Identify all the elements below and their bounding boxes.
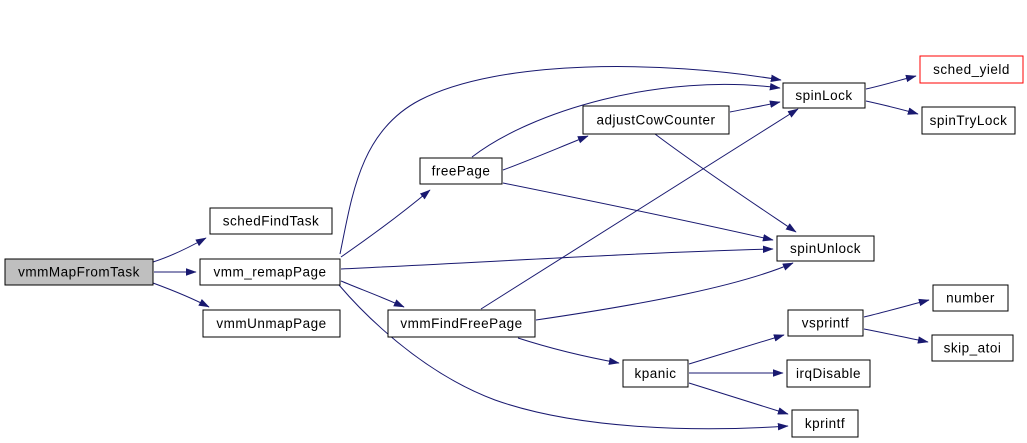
node-label-spinTryLock: spinTryLock [930, 113, 1008, 128]
node-label-vmmUnmapPage: vmmUnmapPage [216, 316, 326, 331]
node-freePage[interactable]: freePage [419, 157, 503, 185]
edge-vmmMapFromTask-to-schedFindTask [152, 237, 207, 263]
node-label-freePage: freePage [432, 164, 491, 179]
node-vsprintf[interactable]: vsprintf [787, 309, 864, 337]
edge-vmm_remapPage-to-kprintf [338, 284, 789, 431]
edge-freePage-to-spinUnlock [502, 182, 774, 242]
node-label-spinLock: spinLock [795, 88, 852, 103]
node-box-kprintf [791, 409, 859, 438]
node-label-kpanic: kpanic [634, 366, 676, 381]
edge-vmm_remapPage-to-spinUnlock [340, 245, 774, 270]
node-box-vmm_remapPage [199, 258, 341, 286]
node-label-kprintf: kprintf [805, 416, 845, 431]
node-label-adjustCowCounter: adjustCowCounter [596, 113, 715, 128]
node-label-irqDisable: irqDisable [796, 366, 861, 381]
node-box-spinTryLock [921, 106, 1016, 135]
edge-vsprintf-to-skip_atoi [863, 328, 929, 344]
node-spinTryLock[interactable]: spinTryLock [921, 106, 1016, 135]
node-box-vmmMapFromTask [4, 258, 154, 286]
edge-vmm_remapPage-to-freePage [340, 189, 431, 258]
edge-adjustCowCounter-to-spinLock [729, 100, 781, 113]
node-irqDisable[interactable]: irqDisable [786, 359, 871, 388]
edge-spinLock-to-spinTryLock [865, 100, 919, 115]
node-box-irqDisable [786, 359, 871, 388]
edge-spinLock-to-sched_yield [865, 74, 917, 90]
node-vmmUnmapPage[interactable]: vmmUnmapPage [202, 309, 341, 338]
node-kprintf[interactable]: kprintf [791, 409, 859, 438]
node-label-number: number [946, 291, 995, 306]
edge-vmmMapFromTask-to-vmmUnmapPage [152, 282, 210, 308]
node-box-spinLock [782, 82, 866, 109]
node-number[interactable]: number [932, 284, 1009, 312]
edge-adjustCowCounter-to-spinUnlock [654, 133, 797, 233]
node-schedFindTask[interactable]: schedFindTask [209, 207, 333, 235]
edge-freePage-to-spinLock [471, 82, 781, 158]
node-label-vmm_remapPage: vmm_remapPage [213, 265, 326, 280]
nodes-layer: vmmMapFromTask schedFindTask vmm_remapPage… [4, 55, 1024, 438]
node-vmm_remapPage[interactable]: vmm_remapPage [199, 258, 341, 286]
node-label-skip_atoi: skip_atoi [944, 341, 1002, 356]
node-adjustCowCounter[interactable]: adjustCowCounter [582, 105, 730, 135]
edge-vmm_remapPage-to-vmmFindFreePage [340, 280, 405, 308]
node-label-schedFindTask: schedFindTask [223, 214, 320, 229]
node-label-spinUnlock: spinUnlock [790, 241, 861, 256]
edge-vmmFindFreePage-to-spinUnlock [535, 262, 794, 321]
edge-vmm_remapPage-to-spinLock [339, 66, 782, 255]
node-spinLock[interactable]: spinLock [782, 82, 866, 109]
node-box-vsprintf [787, 309, 864, 337]
node-box-schedFindTask [209, 207, 333, 235]
node-label-vmmMapFromTask: vmmMapFromTask [18, 265, 140, 280]
node-box-vmmFindFreePage [387, 309, 536, 338]
node-kpanic[interactable]: kpanic [622, 359, 689, 388]
node-box-adjustCowCounter [582, 105, 730, 135]
node-box-freePage [419, 157, 503, 185]
node-box-sched_yield [919, 55, 1024, 84]
node-vmmFindFreePage[interactable]: vmmFindFreePage [387, 309, 536, 338]
node-spinUnlock[interactable]: spinUnlock [776, 235, 875, 262]
node-box-spinUnlock [776, 235, 875, 262]
node-label-vmmFindFreePage: vmmFindFreePage [400, 316, 522, 331]
edge-vsprintf-to-number [863, 298, 930, 318]
edges-layer [152, 66, 930, 431]
edge-kpanic-to-vsprintf [688, 334, 785, 365]
edge-freePage-to-adjustCowCounter [502, 135, 589, 171]
node-vmmMapFromTask: vmmMapFromTask [4, 258, 154, 286]
node-box-kpanic [622, 359, 689, 388]
node-box-skip_atoi [931, 334, 1014, 362]
node-box-vmmUnmapPage [202, 309, 341, 338]
node-label-sched_yield: sched_yield [933, 62, 1010, 77]
node-label-vsprintf: vsprintf [802, 316, 850, 331]
edge-kpanic-to-kprintf [688, 382, 789, 415]
node-box-number [932, 284, 1009, 312]
node-skip_atoi[interactable]: skip_atoi [931, 334, 1014, 362]
edge-vmmFindFreePage-to-kpanic [517, 337, 620, 365]
node-sched_yield[interactable]: sched_yield [919, 55, 1024, 84]
edge-vmmFindFreePage-to-spinLock [480, 108, 799, 310]
